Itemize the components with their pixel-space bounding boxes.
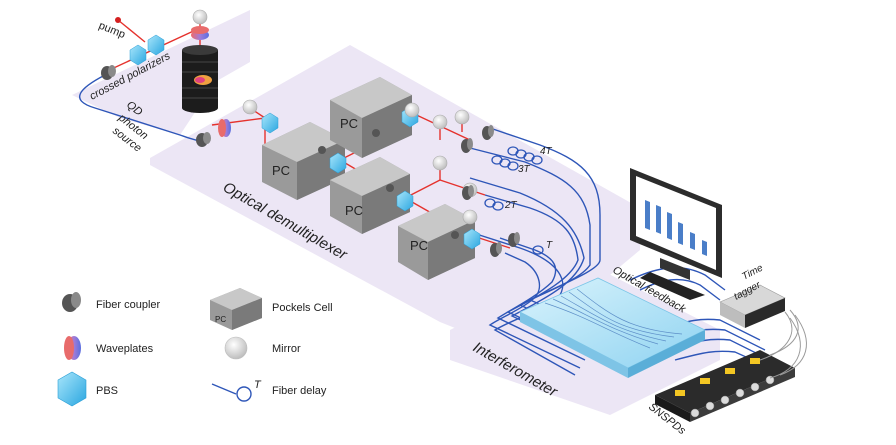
legend-pbs-label: PBS [96, 385, 119, 397]
svg-text:PC: PC [345, 203, 363, 218]
waveplate [191, 26, 209, 40]
fiber-coil-t [532, 245, 544, 255]
legend-t-text: T [254, 379, 262, 391]
legend-pockels-cell-icon: PC [210, 288, 262, 330]
monitor [630, 168, 722, 300]
label-delay-t: T [546, 240, 553, 251]
mirror [242, 99, 258, 115]
fiber-coil-4t [507, 146, 543, 165]
fiber-coupler [196, 132, 211, 147]
legend-fiber-coupler-icon [62, 292, 81, 312]
legend-waveplates-icon [64, 336, 81, 360]
time-tagger [719, 284, 786, 328]
mirror [462, 209, 478, 225]
fiber-coupler [482, 125, 494, 140]
snspd-array [655, 350, 795, 422]
interferometer-chip [519, 277, 706, 378]
legend-mirror-label: Mirror [272, 343, 301, 355]
pbs-cube [329, 152, 347, 174]
pockels-cell-4: PC [398, 204, 475, 280]
label-delay-4t: 4T [540, 146, 553, 157]
legend-fiber-delay-icon: T [211, 379, 262, 402]
pump-dot [115, 17, 121, 23]
pbs-cube [261, 112, 279, 134]
legend-pc-text: PC [215, 315, 226, 324]
label-time-tagger-1: Time [740, 262, 765, 282]
pockels-cell-2: PC [330, 77, 412, 158]
fiber-coil-3t [491, 155, 519, 171]
pbs-cube [147, 34, 165, 56]
mirror [454, 109, 470, 125]
waveplate [218, 119, 231, 137]
legend-pockels-cell-label: Pockels Cell [272, 302, 333, 314]
mirror [432, 155, 448, 171]
fiber-coupler [490, 242, 502, 257]
legend-pbs-icon [57, 371, 87, 407]
fiber-coupler [462, 185, 474, 200]
pbs-cube [129, 44, 147, 66]
svg-text:PC: PC [410, 238, 428, 253]
label-delay-3t: 3T [518, 164, 531, 175]
pbs-cube [396, 190, 414, 212]
mirror [432, 114, 448, 130]
pockels-cell-1: PC [262, 122, 345, 200]
svg-text:PC: PC [272, 163, 290, 178]
fiber-coil-2t [484, 198, 504, 211]
legend-fiber-coupler-label: Fiber coupler [96, 299, 161, 311]
pbs-cube [463, 228, 481, 250]
mirror [404, 102, 420, 118]
detector-cables [759, 309, 807, 379]
fiber-coupler [461, 138, 473, 153]
legend-mirror-icon [224, 336, 248, 360]
label-delay-2t: 2T [504, 200, 518, 211]
fiber-coupler [508, 232, 520, 247]
mirror [192, 9, 208, 25]
cryostat [182, 45, 218, 113]
legend-waveplates-label: Waveplates [96, 343, 154, 355]
legend-fiber-delay-label: Fiber delay [272, 385, 327, 397]
fiber-coupler [101, 65, 116, 80]
pockels-cell-3: PC [330, 157, 410, 234]
svg-text:PC: PC [340, 116, 358, 131]
qd-source-region [72, 10, 250, 135]
